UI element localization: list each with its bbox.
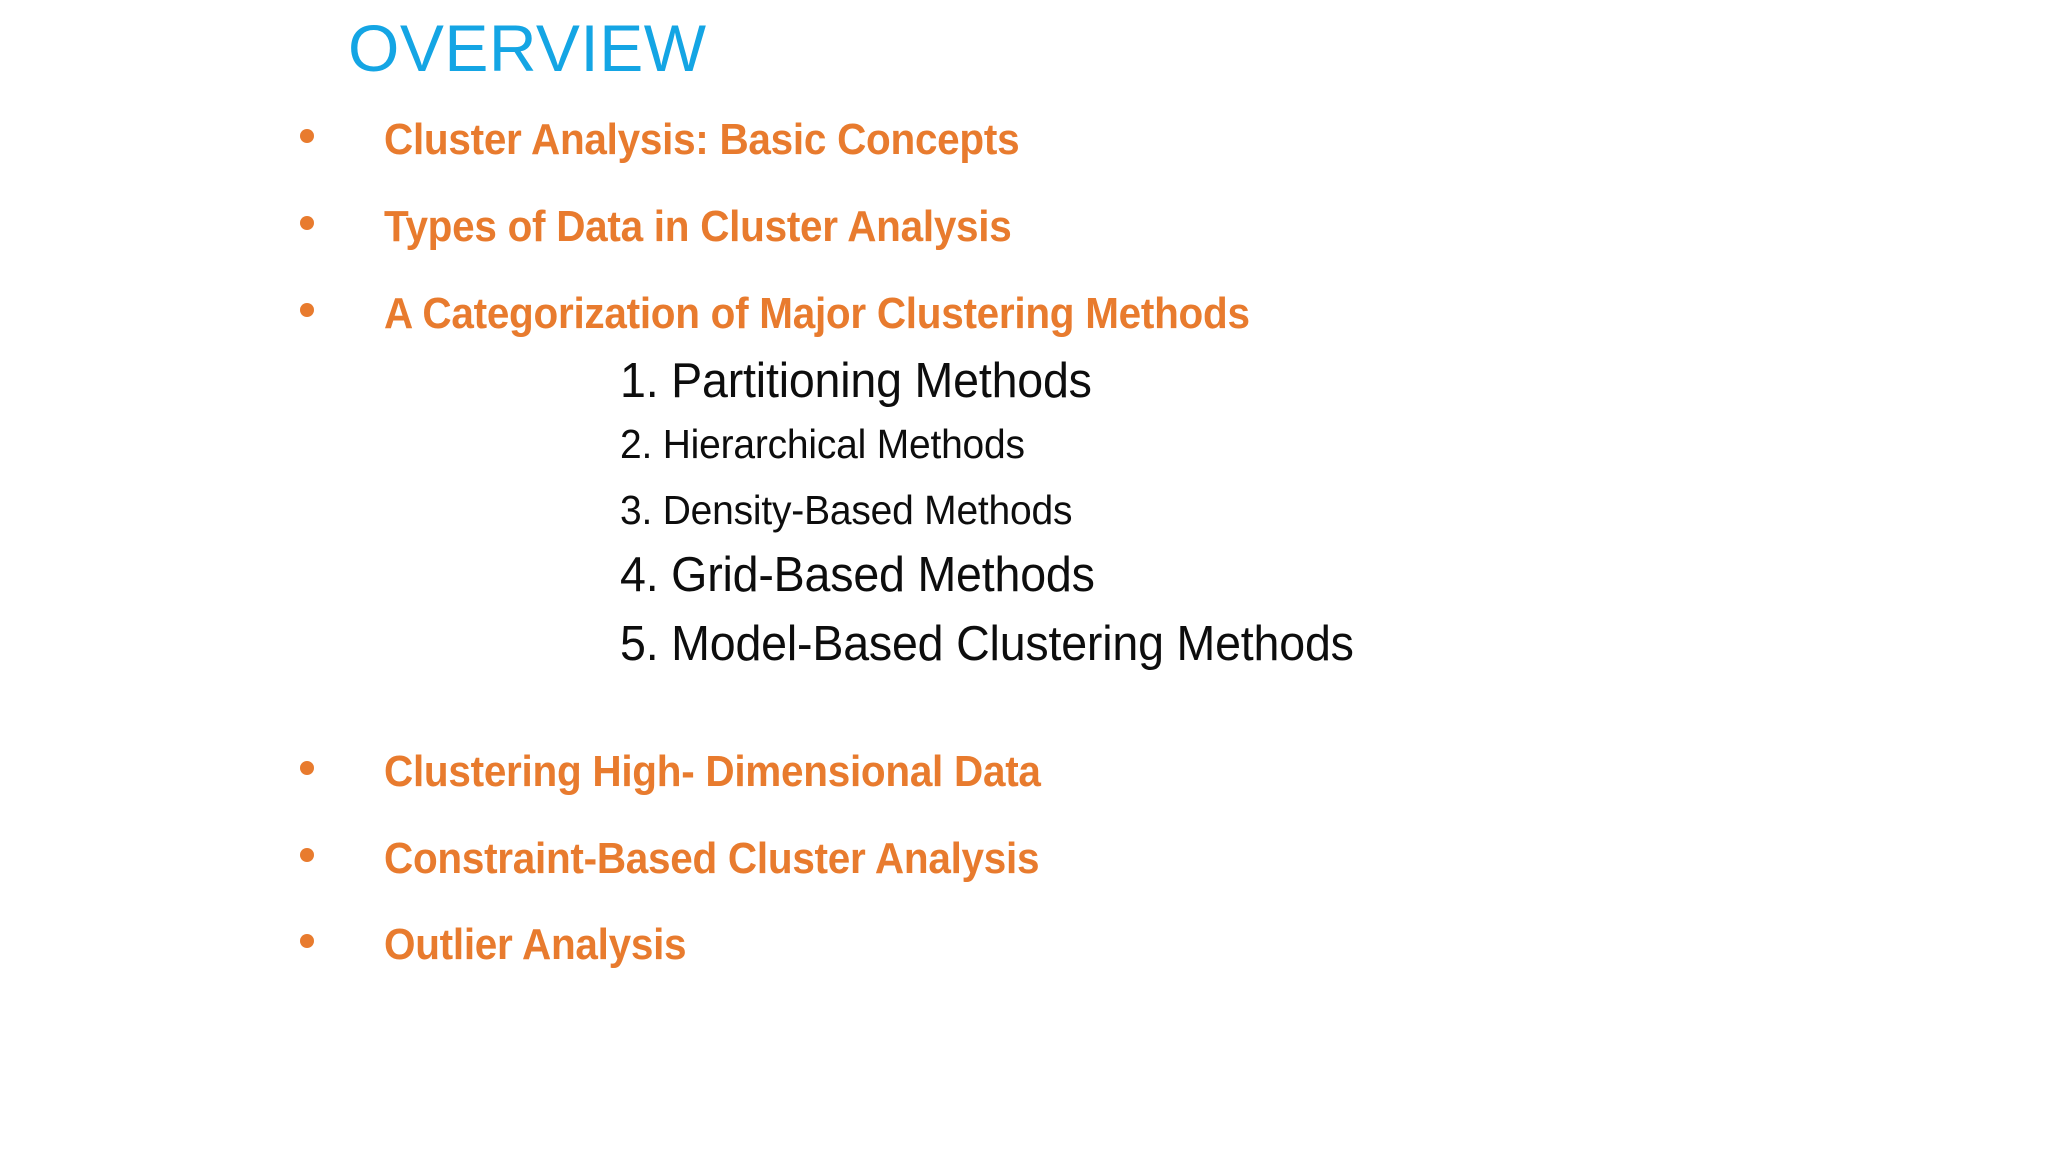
bullet-label: Outlier Analysis: [384, 920, 687, 969]
list-item[interactable]: Clustering High- Dimensional Data: [300, 750, 1098, 794]
bullet-label: Constraint-Based Cluster Analysis: [384, 834, 1040, 883]
bullet-label: A Categorization of Major Clustering Met…: [384, 289, 1250, 338]
list-item[interactable]: 1. Partitioning Methods: [620, 354, 1092, 408]
list-item[interactable]: 3. Density-Based Methods: [620, 487, 1073, 533]
list-item[interactable]: Constraint-Based Cluster Analysis: [300, 837, 1096, 881]
bullet-dot-icon: [300, 848, 314, 862]
bullet-label: Cluster Analysis: Basic Concepts: [384, 115, 1020, 164]
list-item[interactable]: Outlier Analysis: [300, 923, 713, 967]
page-title: OVERVIEW: [348, 11, 707, 85]
bullet-dot-icon: [300, 216, 314, 230]
list-item[interactable]: 2. Hierarchical Methods: [620, 421, 1025, 467]
bullet-label: Types of Data in Cluster Analysis: [384, 202, 1012, 251]
bullet-dot-icon: [300, 761, 314, 775]
list-item[interactable]: A Categorization of Major Clustering Met…: [300, 292, 1325, 336]
bullet-dot-icon: [300, 129, 314, 143]
list-item[interactable]: Types of Data in Cluster Analysis: [300, 205, 1066, 249]
bullet-label: Clustering High- Dimensional Data: [384, 747, 1041, 796]
bullet-dot-icon: [300, 303, 314, 317]
bullet-dot-icon: [300, 934, 314, 948]
list-item[interactable]: 5. Model-Based Clustering Methods: [620, 617, 1354, 671]
list-item[interactable]: Cluster Analysis: Basic Concepts: [300, 118, 1075, 162]
list-item[interactable]: 4. Grid-Based Methods: [620, 548, 1095, 602]
